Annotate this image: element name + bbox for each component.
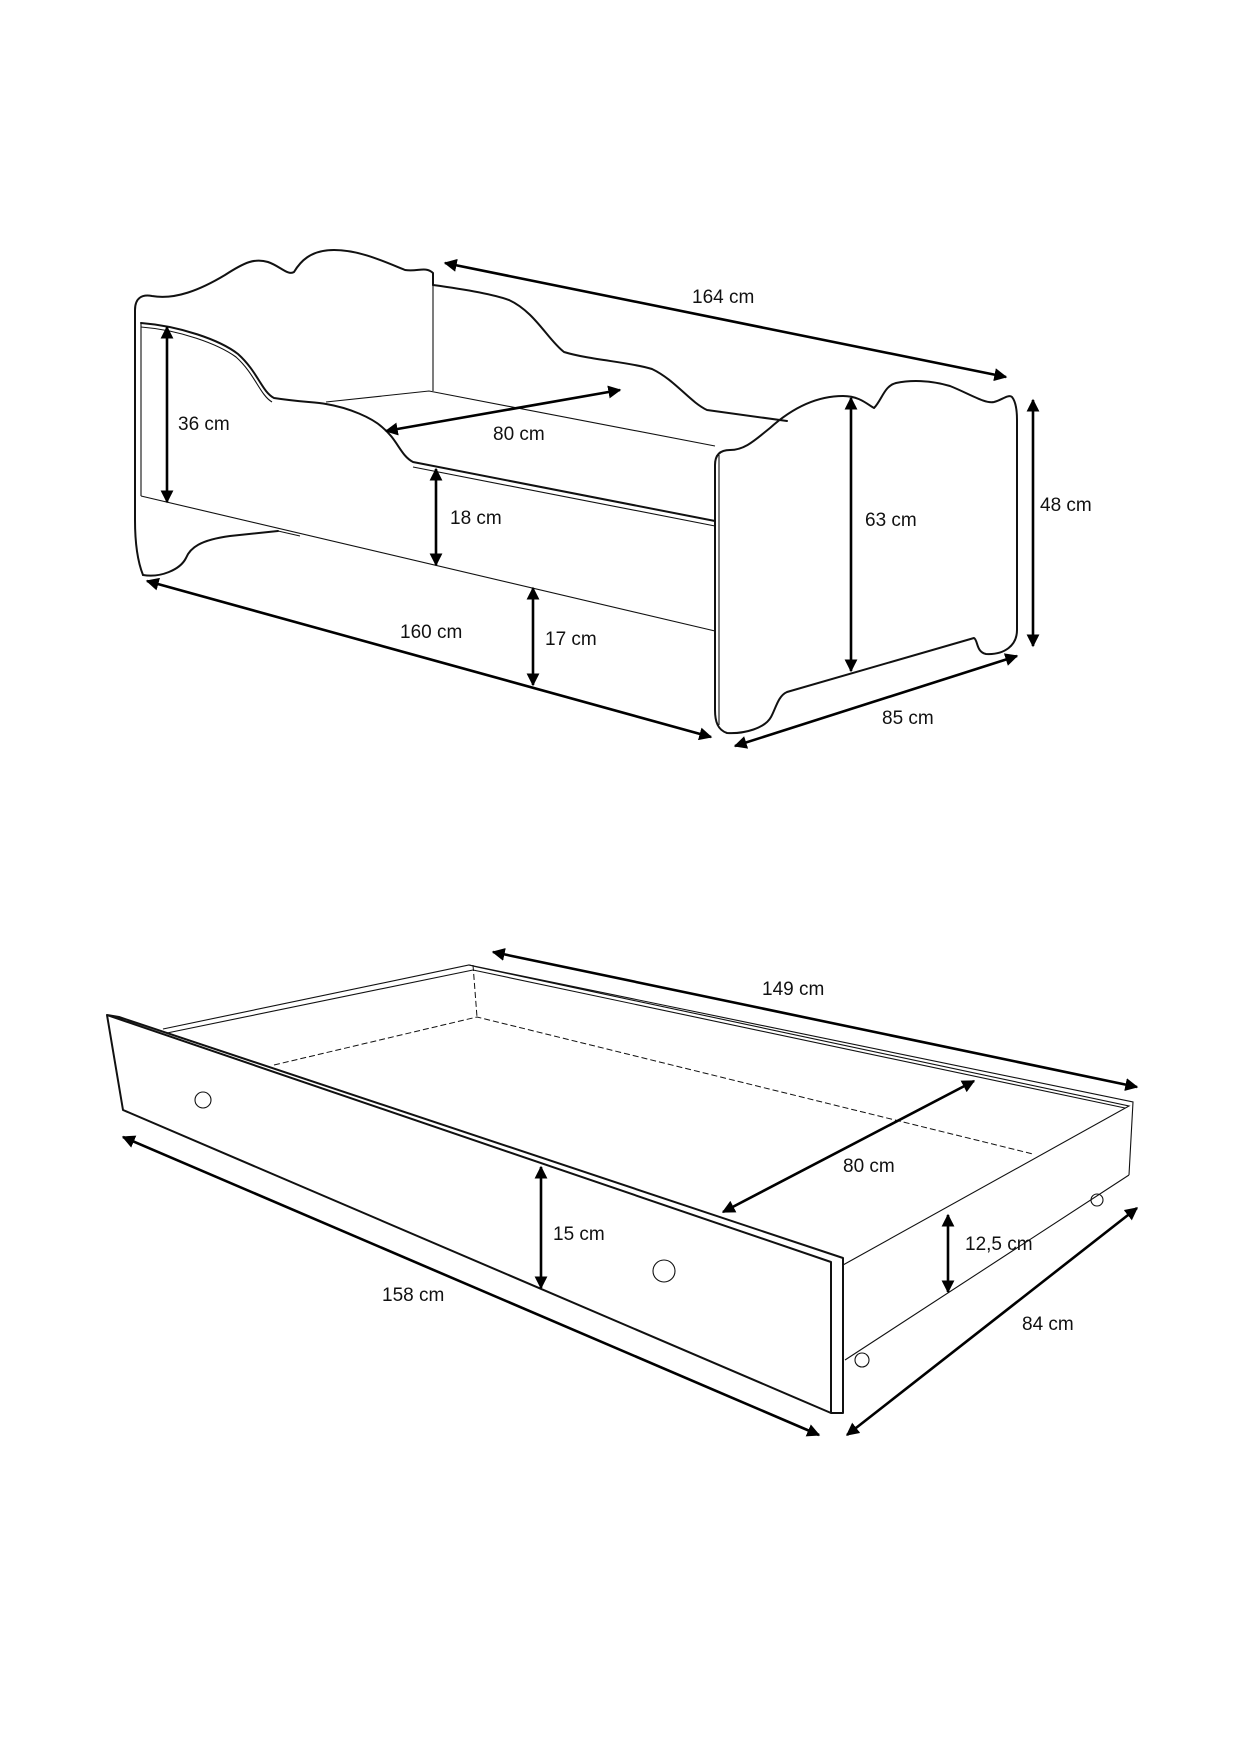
drawer-left-back-rim	[162, 964, 478, 1034]
drawer-handle-right	[652, 1259, 676, 1283]
dim-arrow-80-drawer	[721, 1079, 976, 1214]
label-48: 48 cm	[1040, 495, 1092, 516]
label-85: 85 cm	[882, 708, 934, 729]
drawer-wheel-back	[1090, 1193, 1104, 1207]
dim-arrow-80-bed	[384, 385, 622, 436]
label-158: 158 cm	[382, 1285, 444, 1306]
dim-arrow-149	[491, 948, 1139, 1091]
label-160: 160 cm	[400, 622, 462, 643]
dim-arrow-85	[733, 653, 1019, 749]
bed-footboard	[714, 380, 1018, 735]
drawer-drawing: 149 cm 80 cm 15 cm 12,5 cm 158 cm 84 cm	[106, 948, 1139, 1437]
label-149: 149 cm	[762, 979, 824, 1000]
bed-drawing: 164 cm 36 cm 80 cm 18 cm 17 cm 160 cm 63…	[134, 249, 1092, 749]
bed-headboard	[134, 249, 434, 576]
bed-headboard-foot	[142, 530, 279, 577]
label-84: 84 cm	[1022, 1314, 1074, 1335]
label-80-bed: 80 cm	[493, 424, 545, 445]
label-80-drawer: 80 cm	[843, 1156, 895, 1177]
label-36: 36 cm	[178, 414, 230, 435]
drawer-wheel-front	[854, 1352, 870, 1368]
dim-arrow-158	[121, 1135, 821, 1437]
drawer-floor	[273, 964, 1034, 1155]
label-164: 164 cm	[692, 287, 754, 308]
dim-arrow-84	[845, 1206, 1139, 1437]
drawer-front-panel	[106, 1014, 844, 1414]
label-12-5: 12,5 cm	[965, 1234, 1033, 1255]
dim-arrow-164	[443, 258, 1008, 382]
label-15: 15 cm	[553, 1224, 605, 1245]
dim-arrow-160	[145, 577, 713, 741]
drawer-handle-left	[194, 1091, 212, 1109]
label-17: 17 cm	[545, 629, 597, 650]
drawer-right-side	[468, 964, 1134, 1361]
label-63: 63 cm	[865, 510, 917, 531]
label-18: 18 cm	[450, 508, 502, 529]
